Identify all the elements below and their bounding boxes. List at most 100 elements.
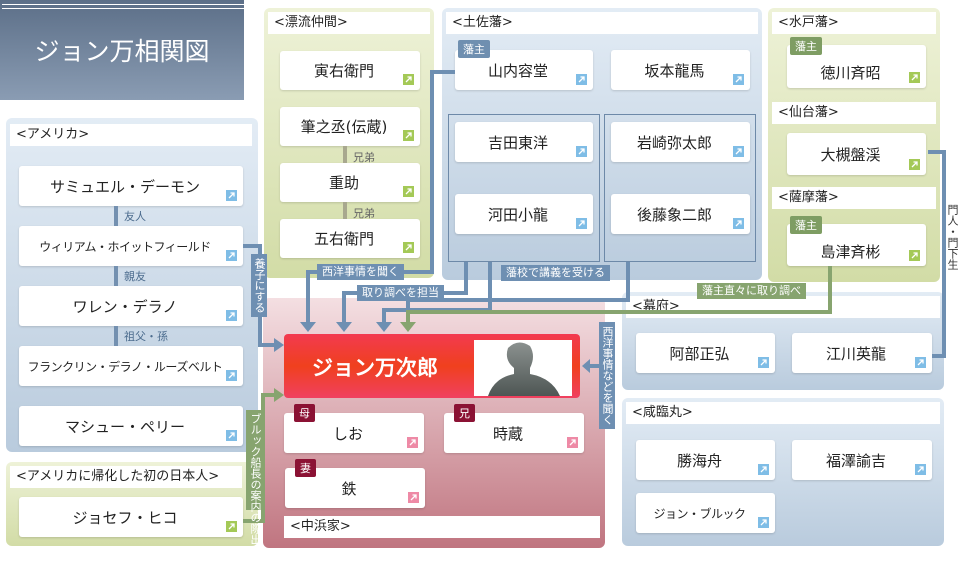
- person-name: 坂本龍馬: [644, 61, 705, 80]
- external-link-icon[interactable]: [226, 310, 237, 321]
- person-name: 大槻盤渓: [820, 145, 881, 164]
- person-joseph-heco[interactable]: ジョセフ・ヒコ: [19, 497, 243, 537]
- person-kawada-shoryo[interactable]: 河田小龍: [455, 194, 593, 234]
- person-toraemon[interactable]: 寅右衛門: [280, 51, 420, 90]
- person-warren-delano[interactable]: ワレン・デラノ: [19, 286, 243, 326]
- external-link-icon[interactable]: [909, 250, 920, 261]
- person-name: マシュー・ペリー: [64, 417, 185, 436]
- tosa-group-right: [604, 114, 756, 262]
- person-fudenojo[interactable]: 筆之丞(伝蔵): [280, 107, 420, 146]
- external-link-icon[interactable]: [226, 250, 237, 261]
- external-link-icon[interactable]: [733, 74, 744, 85]
- mito-header: <水戸藩>: [772, 12, 936, 34]
- external-link-icon[interactable]: [576, 218, 587, 229]
- external-link-icon[interactable]: [915, 464, 926, 475]
- person-matthew-perry[interactable]: マシュー・ペリー: [19, 406, 243, 446]
- external-link-icon[interactable]: [226, 521, 237, 532]
- external-link-icon[interactable]: [403, 74, 414, 85]
- person-fukuzawa-yukichi[interactable]: 福澤諭吉: [792, 440, 932, 480]
- tag-interrogation: 取り調べを担当: [357, 285, 444, 301]
- america-header: <アメリカ>: [10, 124, 252, 146]
- person-name: ジョセフ・ヒコ: [72, 508, 178, 527]
- person-otsuki-bankei[interactable]: 大槻盤渓: [787, 133, 926, 175]
- external-link-icon[interactable]: [733, 218, 744, 229]
- person-katsu-kaishu[interactable]: 勝海舟: [636, 440, 775, 480]
- external-link-icon[interactable]: [758, 517, 769, 528]
- relation-label: 友人: [124, 210, 146, 223]
- person-goemon[interactable]: 五右衛門: [280, 219, 420, 258]
- person-name: しお: [332, 424, 363, 443]
- drift-header: <漂流仲間>: [268, 12, 430, 34]
- external-link-icon[interactable]: [909, 72, 920, 83]
- john-manjiro-box[interactable]: ジョン万次郎: [284, 334, 580, 398]
- tosa-header: <土佐藩>: [446, 12, 758, 34]
- person-yoshida-toyo[interactable]: 吉田東洋: [455, 122, 593, 162]
- wife-badge: 妻: [295, 459, 316, 477]
- person-name: 島津斉彬: [820, 242, 881, 261]
- external-link-icon[interactable]: [403, 186, 414, 197]
- person-john-brooke[interactable]: ジョン・ブルック: [636, 493, 775, 533]
- bakufu-header: <幕府>: [626, 296, 940, 318]
- tag-adopt: 養子にする: [251, 254, 267, 317]
- person-shimazu-nariakira[interactable]: 島津斉彬: [787, 224, 926, 266]
- external-link-icon[interactable]: [576, 74, 587, 85]
- external-link-icon[interactable]: [407, 437, 418, 448]
- tag-western-etc: 西洋事情などを聞く: [599, 322, 615, 429]
- external-link-icon[interactable]: [733, 146, 744, 157]
- person-franklin-roosevelt[interactable]: フランクリン・デラノ・ルーズベルト: [19, 346, 243, 386]
- connector: [343, 146, 347, 163]
- external-link-icon[interactable]: [403, 130, 414, 141]
- page-title: ジョン万相関図: [0, 0, 244, 100]
- relation-label: 親友: [124, 270, 146, 283]
- person-name: 吉田東洋: [487, 133, 548, 152]
- connector: [114, 266, 118, 286]
- person-name: ウィリアム・ホイットフィールド: [39, 239, 211, 254]
- person-william-whitfield[interactable]: ウィリアム・ホイットフィールド: [19, 226, 243, 266]
- tag-lecture: 藩校で講義を受ける: [501, 265, 610, 281]
- external-link-icon[interactable]: [758, 357, 769, 368]
- person-name: 寅右衛門: [313, 62, 374, 80]
- external-link-icon[interactable]: [226, 430, 237, 441]
- external-link-icon[interactable]: [909, 159, 920, 170]
- person-jusuke[interactable]: 重助: [280, 163, 420, 202]
- tag-lord-interrogation: 藩主直々に取り調べ: [697, 283, 806, 299]
- person-name: フランクリン・デラノ・ルーズベルト: [27, 359, 223, 374]
- person-goto-shojiro[interactable]: 後藤象二郎: [611, 194, 750, 234]
- external-link-icon[interactable]: [226, 190, 237, 201]
- person-name: 岩崎弥太郎: [636, 133, 712, 152]
- external-link-icon[interactable]: [915, 357, 926, 368]
- person-samuel-damon[interactable]: サミュエル・デーモン: [19, 166, 243, 206]
- person-iwasaki-yataro[interactable]: 岩崎弥太郎: [611, 122, 750, 162]
- main-person-name: ジョン万次郎: [312, 356, 438, 380]
- external-link-icon[interactable]: [567, 437, 578, 448]
- tag-western-affairs: 西洋事情を聞く: [317, 264, 404, 280]
- satsuma-header: <薩摩藩>: [772, 187, 936, 209]
- person-name: 勝海舟: [676, 451, 722, 470]
- external-link-icon[interactable]: [576, 146, 587, 157]
- relation-label: 兄弟: [353, 151, 375, 164]
- person-abe-masahiro[interactable]: 阿部正弘: [636, 333, 775, 373]
- lord-badge: 藩主: [790, 216, 822, 234]
- person-sakamoto-ryoma[interactable]: 坂本龍馬: [611, 50, 750, 90]
- person-name: 徳川斉昭: [820, 64, 881, 82]
- person-name: 山内容堂: [487, 61, 548, 80]
- person-egawa-hidetatsu[interactable]: 江川英龍: [792, 333, 932, 373]
- external-link-icon[interactable]: [226, 370, 237, 381]
- lord-badge: 藩主: [790, 37, 822, 55]
- person-name: 福澤諭吉: [825, 451, 886, 470]
- external-link-icon[interactable]: [403, 242, 414, 253]
- person-name: 重助: [328, 174, 359, 192]
- external-link-icon[interactable]: [758, 464, 769, 475]
- connector: [343, 202, 347, 219]
- relation-label: 兄弟: [353, 207, 375, 220]
- tag-brooke-meeting: ブルック船長の案内の際出会う: [246, 410, 264, 567]
- external-link-icon[interactable]: [408, 492, 419, 503]
- lord-badge: 藩主: [458, 40, 490, 58]
- person-name: 江川英龍: [825, 344, 886, 363]
- person-name: 河田小龍: [487, 205, 548, 224]
- kanrin-header: <咸臨丸>: [626, 402, 940, 424]
- person-name: ジョン・ブルック: [653, 506, 746, 521]
- person-name: 鉄: [341, 479, 357, 498]
- person-name: 筆之丞(伝蔵): [300, 118, 388, 136]
- sendai-header: <仙台藩>: [772, 102, 936, 124]
